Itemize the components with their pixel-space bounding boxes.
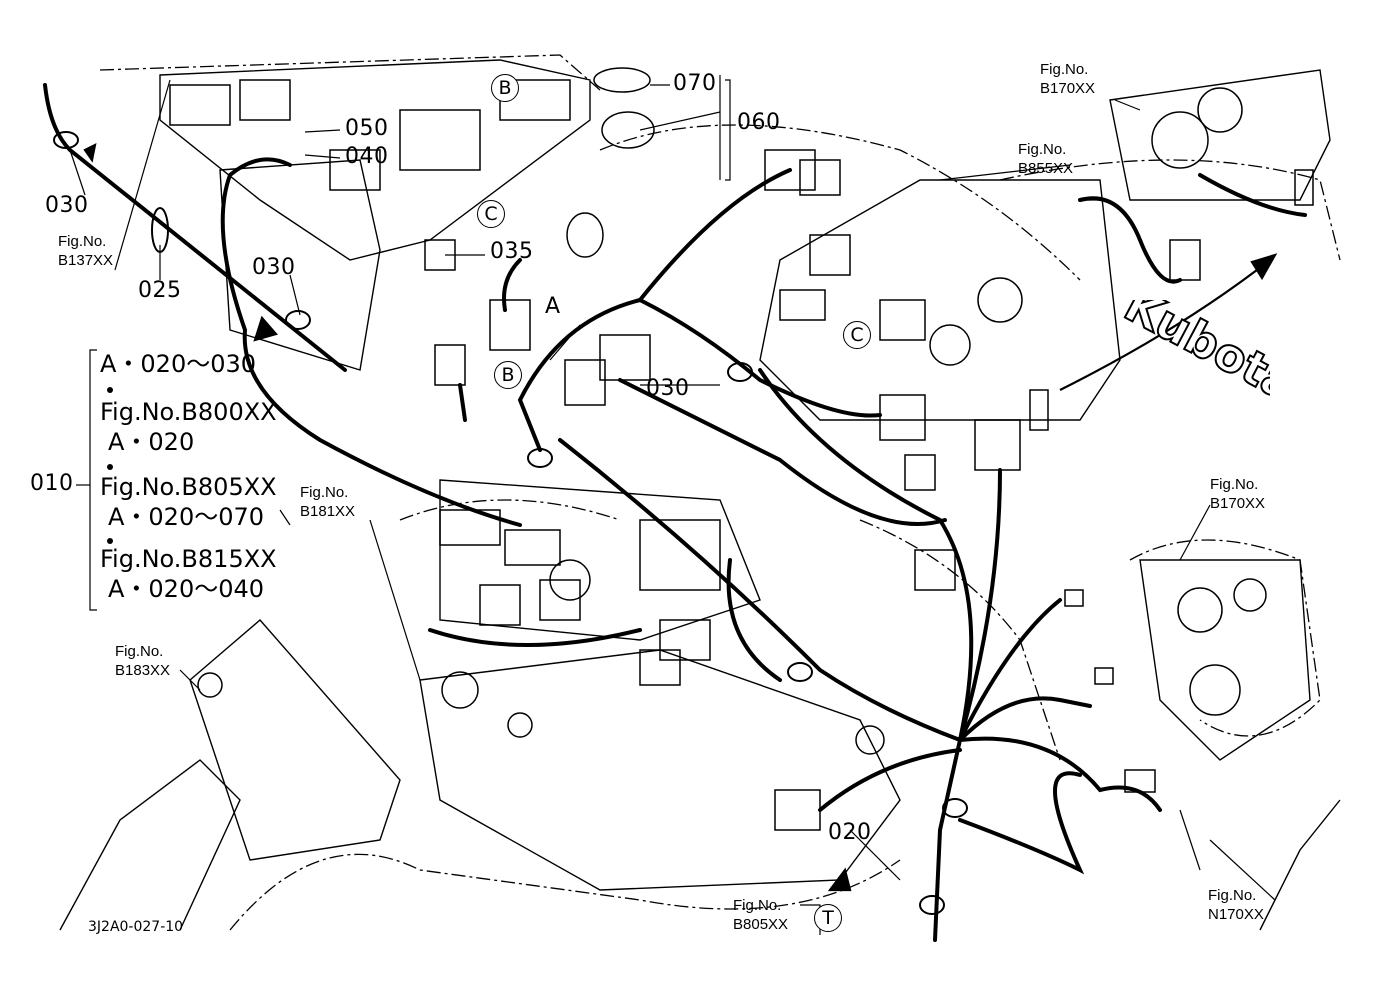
part-050-label: 050 bbox=[345, 116, 389, 141]
part-025-label: 025 bbox=[138, 278, 182, 303]
part-060-label: 060 bbox=[737, 110, 781, 135]
fig-ref-b170-top: Fig.No. B170XX bbox=[1040, 61, 1096, 97]
fig-ref-b183: Fig.No. B183XX bbox=[115, 643, 171, 679]
part-020-label: 020 bbox=[828, 820, 872, 845]
legend-line-7: A・020～040 bbox=[108, 575, 265, 603]
kubota-decal: Kubota bbox=[1115, 300, 1270, 413]
drawing-code: 3J2A0-027-10 bbox=[88, 919, 184, 935]
part-030-top-label: 030 bbox=[45, 193, 89, 218]
legend-line-4: Fig.No.B805XX bbox=[100, 473, 277, 501]
machine-structure bbox=[59, 59, 1341, 931]
part-070-label: 070 bbox=[673, 71, 717, 96]
fig-ref-b170-right: Fig.No. B170XX bbox=[1210, 476, 1266, 512]
circle-t: T bbox=[814, 904, 842, 932]
body-outline bbox=[99, 54, 1341, 931]
fig-ref-b137: Fig.No. B137XX bbox=[58, 233, 114, 269]
legend-line-3: A・020 bbox=[108, 428, 195, 456]
legend-line-2: Fig.No.B800XX bbox=[100, 398, 277, 426]
circle-b-mid: B bbox=[494, 361, 522, 389]
fig-ref-b855: Fig.No. B855XX bbox=[1018, 141, 1074, 177]
harness-wires bbox=[43, 83, 1307, 942]
legend-line-1: A・020～030 bbox=[100, 350, 257, 378]
legend-line-5: A・020～070 bbox=[108, 503, 265, 531]
kubota-brand-text: Kubota bbox=[1116, 300, 1270, 412]
part-035-label: 035 bbox=[490, 239, 534, 264]
clamps bbox=[53, 131, 968, 915]
circle-c-top: C bbox=[477, 200, 505, 228]
fig-ref-b181: Fig.No. B181XX bbox=[300, 484, 356, 520]
flow-arrows bbox=[83, 143, 1278, 892]
harness-a-label: A bbox=[545, 294, 561, 319]
circle-c-mid: C bbox=[843, 321, 871, 349]
legend-bullet-3 bbox=[107, 538, 113, 544]
legend-line-6: Fig.No.B815XX bbox=[100, 545, 277, 573]
part-030-center-label: 030 bbox=[646, 376, 690, 401]
fig-ref-b805: Fig.No. B805XX bbox=[733, 897, 789, 933]
part-030-mid-label: 030 bbox=[252, 255, 296, 280]
legend-bullet-2 bbox=[107, 464, 113, 470]
part-040-label: 040 bbox=[345, 144, 389, 169]
part-010-label: 010 bbox=[30, 471, 74, 496]
circle-b-top: B bbox=[491, 74, 519, 102]
fig-ref-n170: Fig.No. N170XX bbox=[1208, 887, 1264, 923]
components bbox=[169, 67, 1314, 831]
legend-bullet-1 bbox=[107, 387, 113, 393]
leader-lines bbox=[69, 75, 1276, 935]
